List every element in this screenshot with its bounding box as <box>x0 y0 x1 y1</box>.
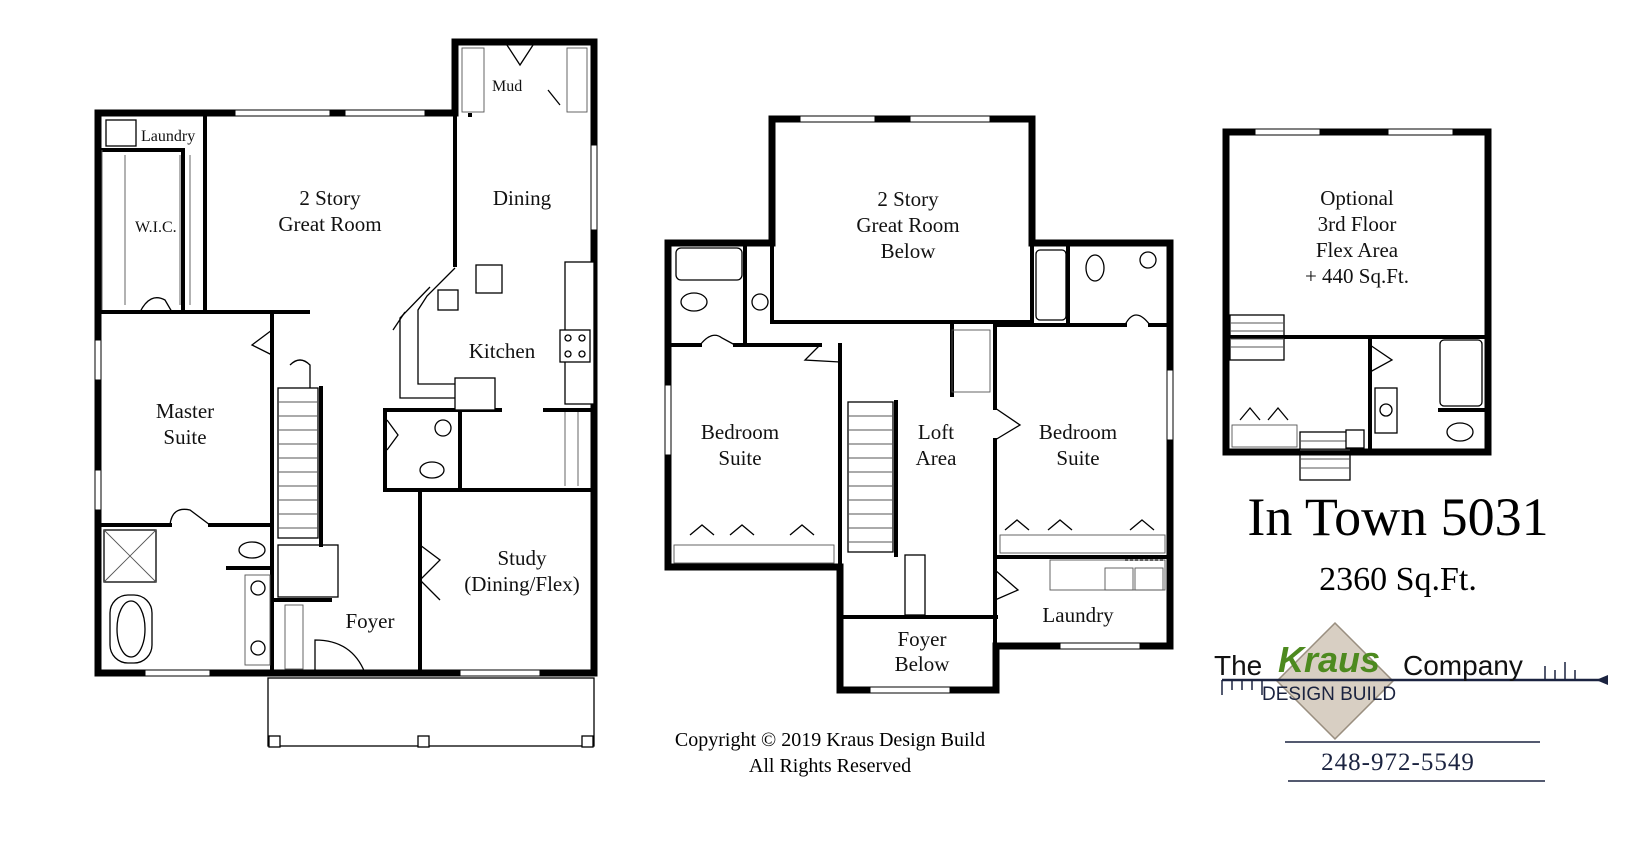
bedroom-suite-right-label: Bedroom <box>1039 420 1117 444</box>
kitchen-label: Kitchen <box>469 339 536 363</box>
mud-room-label: Mud <box>492 78 522 95</box>
toilet-icon <box>238 541 266 559</box>
great-room-below-label-line2: Great Room <box>856 213 959 237</box>
great-room-below-label-line3: Below <box>881 239 937 263</box>
toilet-icon <box>680 292 708 312</box>
bathtub-icon <box>1439 339 1483 407</box>
sink-icon <box>1139 251 1157 269</box>
logo-the-text: The <box>1214 650 1262 681</box>
dining-label: Dining <box>493 186 552 210</box>
door-swing <box>169 508 211 526</box>
sink-icon <box>751 293 769 311</box>
walk-in-closet-label: W.I.C. <box>135 219 177 236</box>
laundry-label: Laundry <box>141 128 195 145</box>
plan-title: In Town 5031 <box>1247 487 1548 547</box>
master-suite-label-line2: Suite <box>163 425 206 449</box>
copyright-line1: Copyright © 2019 Kraus Design Build <box>675 729 985 751</box>
first-floor-plan: Laundry W.I.C. 2 Story Great Room Mud Di… <box>94 38 598 748</box>
kitchen-counter <box>399 286 455 399</box>
company-logo: The Kraus Company DESIGN BUILD <box>1214 621 1608 741</box>
front-porch <box>267 677 595 747</box>
washer-fixture <box>105 119 137 147</box>
flex-area-label: Optional <box>1320 186 1394 210</box>
bedroom-suite-left-label: Bedroom <box>701 420 779 444</box>
logo-design-build-text: DESIGN BUILD <box>1262 684 1396 705</box>
sink-icon <box>250 640 266 656</box>
master-suite-label: Master <box>156 399 214 423</box>
stair <box>847 401 894 553</box>
laundry-upper-label: Laundry <box>1042 603 1114 627</box>
stair <box>277 387 319 539</box>
great-room-label: 2 Story <box>299 186 361 210</box>
toilet-icon <box>419 461 445 479</box>
front-door <box>314 639 366 674</box>
study-label-line2: (Dining/Flex) <box>464 572 580 596</box>
loft-area-label-line2: Area <box>916 446 957 470</box>
third-floor-plan: Optional 3rd Floor Flex Area + 440 Sq.Ft… <box>1222 128 1492 481</box>
sink-icon <box>434 419 452 437</box>
foyer-below-label-line2: Below <box>895 652 951 676</box>
bedroom-suite-left-label-line2: Suite <box>718 446 761 470</box>
foyer-below-label: Foyer <box>898 627 947 651</box>
flex-area-label-line3: Flex Area <box>1316 238 1399 262</box>
sink-icon <box>250 580 266 596</box>
closet-doors <box>689 524 815 536</box>
sink-icon <box>1379 403 1393 417</box>
great-room-below-label: 2 Story <box>877 187 939 211</box>
study-label: Study <box>497 546 547 570</box>
great-room-label-line2: Great Room <box>278 212 381 236</box>
logo-kraus-text: Kraus <box>1278 639 1380 680</box>
toilet-icon <box>1085 254 1105 282</box>
plan-square-footage: 2360 Sq.Ft. <box>1319 561 1477 598</box>
toilet-icon <box>1446 422 1474 442</box>
loft-area-label: Loft <box>918 420 954 444</box>
stair <box>1229 314 1285 361</box>
bathtub-icon <box>1035 249 1067 321</box>
foyer-label: Foyer <box>346 609 395 633</box>
phone-number: 248-972-5549 <box>1321 749 1475 776</box>
bedroom-suite-right-label-line2: Suite <box>1056 446 1099 470</box>
flex-area-label-line4: + 440 Sq.Ft. <box>1305 264 1409 288</box>
logo-company-text: Company <box>1403 650 1523 681</box>
range-icon <box>559 329 591 363</box>
second-floor-plan: 2 Story Great Room Below Bedroom Suite L… <box>664 115 1174 694</box>
copyright-line2: All Rights Reserved <box>749 755 911 777</box>
bathtub-icon <box>675 247 743 281</box>
flex-area-label-line2: 3rd Floor <box>1318 212 1397 236</box>
